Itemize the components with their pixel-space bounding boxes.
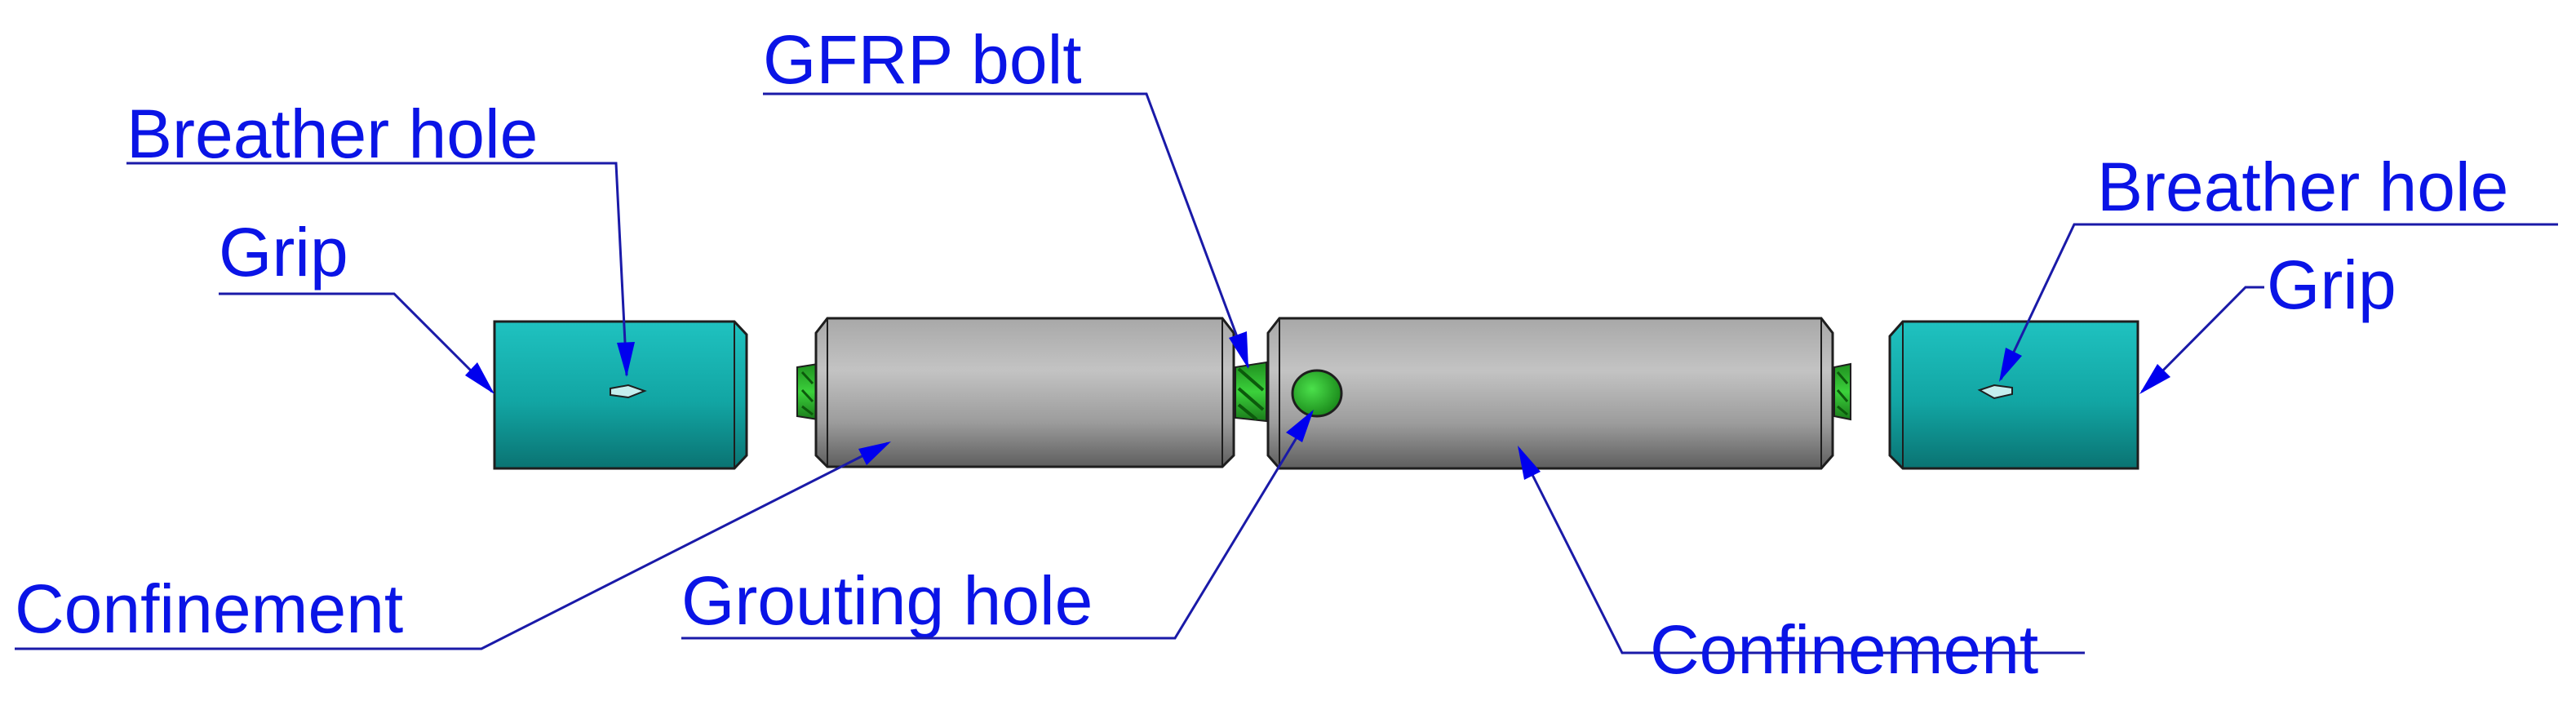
label-confinement-left: Confinement [15, 570, 403, 647]
label-confinement-right: Confinement [1650, 611, 2038, 688]
label-grip-left: Grip [219, 214, 348, 291]
label-breather-hole-right: Breather hole [2097, 149, 2508, 225]
arrow-head [1999, 348, 2022, 382]
right-grip [1888, 320, 2139, 470]
gfrp-bolt-exposed [1235, 361, 1267, 423]
arrow-head [465, 362, 494, 394]
left-confinement [814, 317, 1235, 468]
label-breather-hole-left: Breather hole [126, 95, 538, 172]
left-breather-hole-icon [610, 384, 647, 399]
arrow-head [2139, 364, 2170, 394]
arrow-head [1286, 410, 1314, 442]
grouting-hole-icon [1291, 369, 1343, 418]
label-gfrp-bolt: GFRP bolt [763, 21, 1082, 98]
right-breather-hole-icon [1977, 384, 2013, 400]
arrow-head [1518, 446, 1541, 480]
arrow-head [1229, 331, 1248, 369]
label-grouting-hole: Grouting hole [681, 562, 1093, 639]
arrow-head [858, 441, 891, 465]
right-confinement [1266, 317, 1834, 470]
label-grip-right: Grip [2267, 246, 2396, 323]
arrow-head [617, 342, 635, 377]
